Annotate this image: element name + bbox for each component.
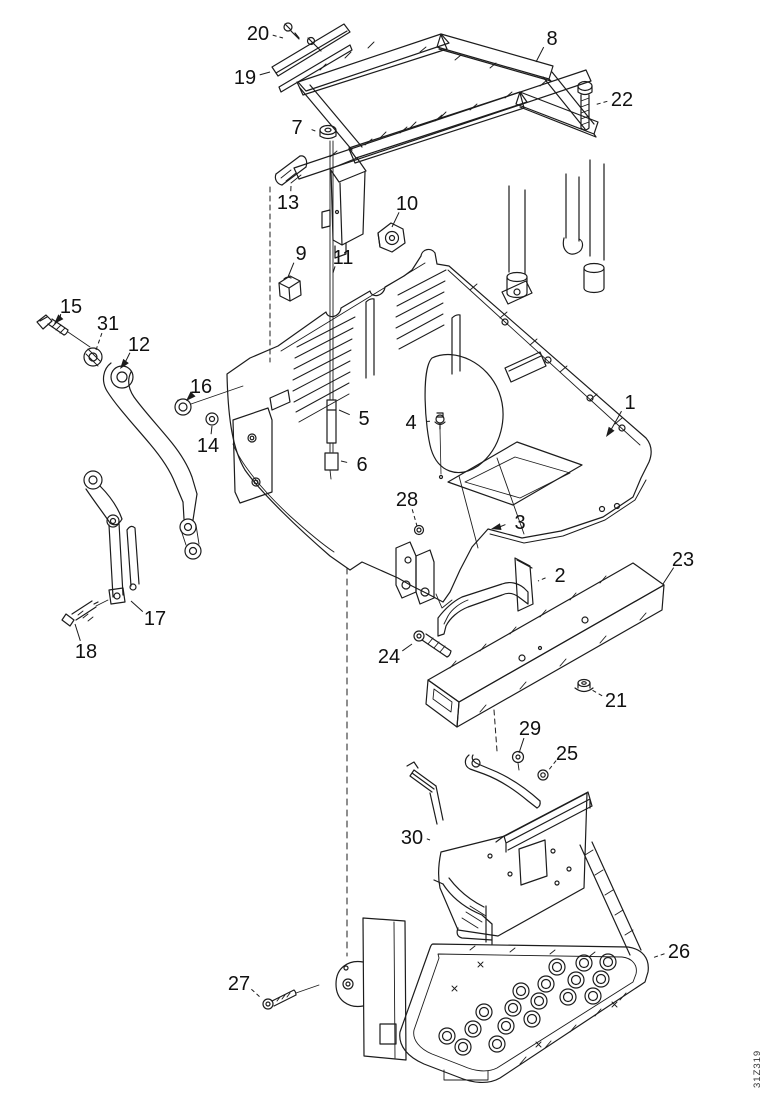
callout-31: 31 xyxy=(95,313,119,351)
support-frame-8 xyxy=(293,33,605,299)
bolt-29 xyxy=(511,750,525,771)
callout-1: 1 xyxy=(606,392,636,437)
callout-13: 13 xyxy=(277,185,299,214)
callout-number-26: 26 xyxy=(668,941,690,963)
callout-number-21: 21 xyxy=(605,690,627,712)
bolt-24 xyxy=(413,630,452,658)
lift-arm-12 xyxy=(83,362,202,560)
callout-number-17: 17 xyxy=(144,608,166,630)
callout-8: 8 xyxy=(535,28,558,63)
step-bracket xyxy=(437,582,529,637)
mount-10 xyxy=(377,222,406,253)
callout-28: 28 xyxy=(396,489,418,527)
callout-18: 18 xyxy=(74,623,97,663)
callout-30: 30 xyxy=(401,827,431,849)
callout-number-18: 18 xyxy=(75,641,97,663)
callout-24: 24 xyxy=(378,643,413,668)
strap-arm xyxy=(464,709,541,809)
callout-29: 29 xyxy=(518,718,541,754)
callout-layer: 1234567891011121314151617181920212223242… xyxy=(54,23,694,999)
link-17 xyxy=(106,514,140,605)
callout-10: 10 xyxy=(391,193,418,228)
callout-number-27: 27 xyxy=(228,973,250,995)
callout-number-29: 29 xyxy=(519,718,541,740)
bolt-18 xyxy=(61,599,109,627)
callout-number-5: 5 xyxy=(358,408,369,430)
block-9 xyxy=(278,275,302,302)
callout-number-16: 16 xyxy=(190,376,212,398)
bolt-27 xyxy=(262,984,320,1010)
callout-number-14: 14 xyxy=(197,435,219,457)
callout-number-31: 31 xyxy=(97,313,119,335)
bracket-30 xyxy=(406,761,593,941)
callout-26: 26 xyxy=(651,941,690,963)
callout-number-7: 7 xyxy=(291,117,302,139)
callout-number-23: 23 xyxy=(672,549,694,571)
callout-number-10: 10 xyxy=(396,193,418,215)
callout-3: 3 xyxy=(491,512,526,534)
step-channel-23 xyxy=(425,562,665,728)
callout-number-13: 13 xyxy=(277,192,299,214)
bushing-31 xyxy=(83,347,103,367)
bottom-bracket xyxy=(335,567,407,1061)
callout-number-4: 4 xyxy=(405,412,416,434)
rod-bolt-11 xyxy=(321,140,339,480)
screw-20 xyxy=(283,22,322,52)
callout-7: 7 xyxy=(291,117,319,139)
bolt-22 xyxy=(577,80,593,131)
callout-17: 17 xyxy=(130,600,166,630)
callout-number-22: 22 xyxy=(611,89,633,111)
callout-14: 14 xyxy=(197,425,219,457)
figure-code: 31Z319 xyxy=(752,1050,763,1088)
callout-number-11: 11 xyxy=(333,247,354,269)
callout-number-12: 12 xyxy=(128,334,150,356)
callout-12: 12 xyxy=(120,334,150,369)
rear-leg xyxy=(579,841,642,956)
callout-15: 15 xyxy=(54,296,82,324)
step-plate-26 xyxy=(399,943,649,1083)
callout-2: 2 xyxy=(537,565,566,587)
nut-16 xyxy=(174,398,192,416)
callout-11: 11 xyxy=(332,247,354,274)
callout-number-6: 6 xyxy=(356,454,367,476)
callout-22: 22 xyxy=(593,89,633,111)
callout-9: 9 xyxy=(287,243,307,278)
platform-body-1 xyxy=(226,248,652,609)
bolt-15 xyxy=(36,314,91,348)
callout-number-3: 3 xyxy=(514,512,525,534)
callout-number-28: 28 xyxy=(396,489,418,511)
step-back-wall xyxy=(433,877,493,945)
bolt-4 xyxy=(434,412,446,480)
callout-23: 23 xyxy=(662,549,694,585)
spring-pin-13 xyxy=(269,155,308,363)
nut-25 xyxy=(537,769,549,781)
mounting-plate-19 xyxy=(271,23,353,93)
callout-number-9: 9 xyxy=(295,243,306,265)
callout-5: 5 xyxy=(338,408,370,430)
callout-20: 20 xyxy=(247,23,284,45)
washer-28 xyxy=(413,524,425,536)
plate-2 xyxy=(514,557,534,612)
callout-number-1: 1 xyxy=(624,392,635,414)
callout-number-19: 19 xyxy=(234,67,256,89)
callout-number-24: 24 xyxy=(378,646,400,668)
callout-number-30: 30 xyxy=(401,827,423,849)
callout-16: 16 xyxy=(186,376,212,401)
callout-21: 21 xyxy=(591,689,627,712)
callout-19: 19 xyxy=(234,67,271,89)
washer-14 xyxy=(190,385,244,426)
callout-number-15: 15 xyxy=(60,296,82,318)
nut-7 xyxy=(319,124,337,140)
nut-21 xyxy=(574,678,594,693)
callout-number-25: 25 xyxy=(556,743,578,765)
step-treads xyxy=(438,953,617,1056)
callout-25: 25 xyxy=(547,743,578,772)
callout-number-20: 20 xyxy=(247,23,269,45)
callout-6: 6 xyxy=(340,454,368,476)
callout-number-8: 8 xyxy=(546,28,557,50)
callout-27: 27 xyxy=(228,973,262,999)
callout-number-2: 2 xyxy=(554,565,565,587)
callout-4: 4 xyxy=(405,412,434,434)
